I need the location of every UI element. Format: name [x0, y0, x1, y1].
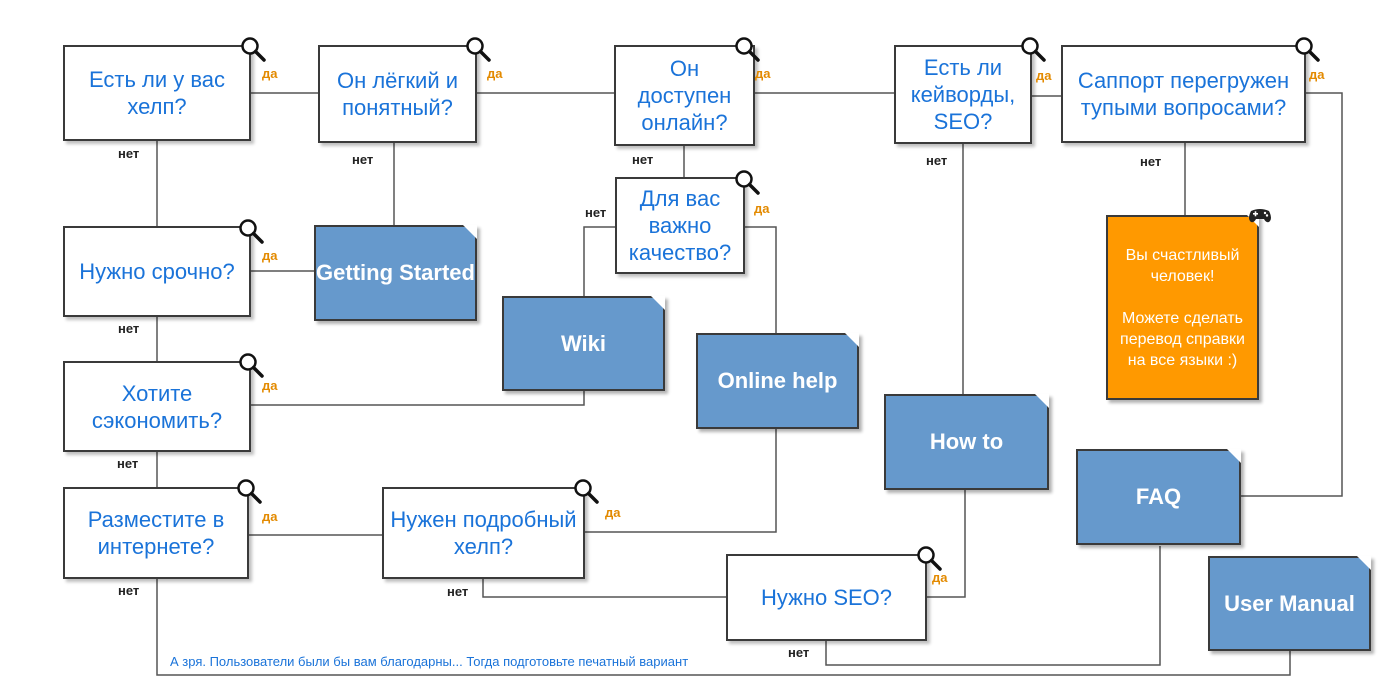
yes-label: да	[262, 509, 278, 524]
footer-note: А зря. Пользователи были бы вам благодар…	[170, 654, 689, 669]
question-urgent-text: Нужно срочно?	[79, 259, 235, 284]
result-faq-text: FAQ	[1135, 484, 1182, 509]
no-label: нет	[118, 146, 140, 161]
result-happy: Вы счастливый человек! Можете сделать пе…	[1106, 215, 1259, 400]
yes-label: да	[755, 66, 771, 81]
question-seo: Нужно SEO?	[726, 554, 927, 641]
no-label: нет	[632, 152, 654, 167]
question-quality: Для вас важно качество?	[615, 177, 745, 274]
yes-label: да	[1036, 68, 1052, 83]
magnifier-icon	[735, 170, 760, 195]
question-detailed-text: Нужен подробный хелп?	[390, 507, 577, 559]
question-quality-text: Для вас важно качество?	[628, 186, 732, 265]
gamepad-icon	[1249, 209, 1271, 223]
magnifier-icon	[237, 479, 262, 504]
magnifier-icon	[239, 353, 264, 378]
result-wiki-text: Wiki	[560, 330, 607, 356]
question-publish: Разместите в интернете?	[63, 487, 249, 579]
result-faq: FAQ	[1076, 449, 1241, 545]
question-keywords: Есть ли кейворды, SEO?	[894, 45, 1032, 144]
question-urgent: Нужно срочно?	[63, 226, 251, 317]
result-happy-line1: Вы счастливый человек!	[1125, 246, 1240, 285]
no-label: нет	[117, 456, 139, 471]
magnifier-icon	[917, 546, 942, 571]
result-getting-started: Getting Started	[314, 225, 477, 321]
question-has-help: Есть ли у вас хелп?	[63, 45, 251, 141]
result-how-to-text: How to	[929, 429, 1004, 454]
yes-label: да	[262, 66, 278, 81]
question-save-text: Хотите сэкономить?	[91, 380, 223, 433]
question-publish-text: Разместите в интернете?	[87, 507, 225, 559]
no-label: нет	[352, 152, 374, 167]
no-label: нет	[926, 153, 948, 168]
magnifier-icon	[735, 37, 760, 62]
yes-label: да	[262, 378, 278, 393]
question-detailed: Нужен подробный хелп?	[382, 487, 585, 579]
question-support-text: Саппорт перегружен тупыми вопросами?	[1077, 68, 1290, 120]
no-label: нет	[118, 583, 140, 598]
result-how-to: How to	[884, 394, 1049, 490]
magnifier-icon	[239, 219, 264, 244]
result-happy-line2: Можете сделать перевод справки на все яз…	[1120, 309, 1245, 369]
magnifier-icon	[1295, 37, 1320, 62]
yes-label: да	[262, 248, 278, 263]
question-support: Саппорт перегружен тупыми вопросами?	[1061, 45, 1306, 143]
question-keywords-text: Есть ли кейворды, SEO?	[910, 55, 1016, 134]
magnifier-icon	[466, 37, 491, 62]
yes-label: да	[487, 66, 503, 81]
result-user-manual-text: User Manual	[1224, 590, 1355, 616]
yes-label: да	[605, 505, 621, 520]
no-label: нет	[788, 645, 810, 660]
magnifier-icon	[1021, 37, 1046, 62]
no-label: нет	[585, 205, 607, 220]
magnifier-icon	[241, 37, 266, 62]
question-online: Он доступен онлайн?	[614, 45, 755, 146]
result-user-manual: User Manual	[1208, 556, 1371, 651]
result-wiki: Wiki	[502, 296, 665, 391]
result-online-help-text: Online help	[717, 368, 838, 393]
yes-label: да	[932, 570, 948, 585]
question-easy-text: Он лёгкий и понятный?	[336, 68, 459, 120]
yes-label: да	[1309, 67, 1325, 82]
result-getting-started-text: Getting Started	[316, 260, 475, 285]
question-easy: Он лёгкий и понятный?	[318, 45, 477, 143]
result-online-help: Online help	[696, 333, 859, 429]
no-label: нет	[1140, 154, 1162, 169]
no-label: нет	[447, 584, 469, 599]
question-online-text: Он доступен онлайн?	[637, 56, 732, 135]
question-seo-text: Нужно SEO?	[760, 585, 893, 610]
magnifier-icon	[574, 479, 599, 504]
no-label: нет	[118, 321, 140, 336]
yes-label: да	[754, 201, 770, 216]
question-has-help-text: Есть ли у вас хелп?	[88, 67, 226, 119]
question-save: Хотите сэкономить?	[63, 361, 251, 452]
